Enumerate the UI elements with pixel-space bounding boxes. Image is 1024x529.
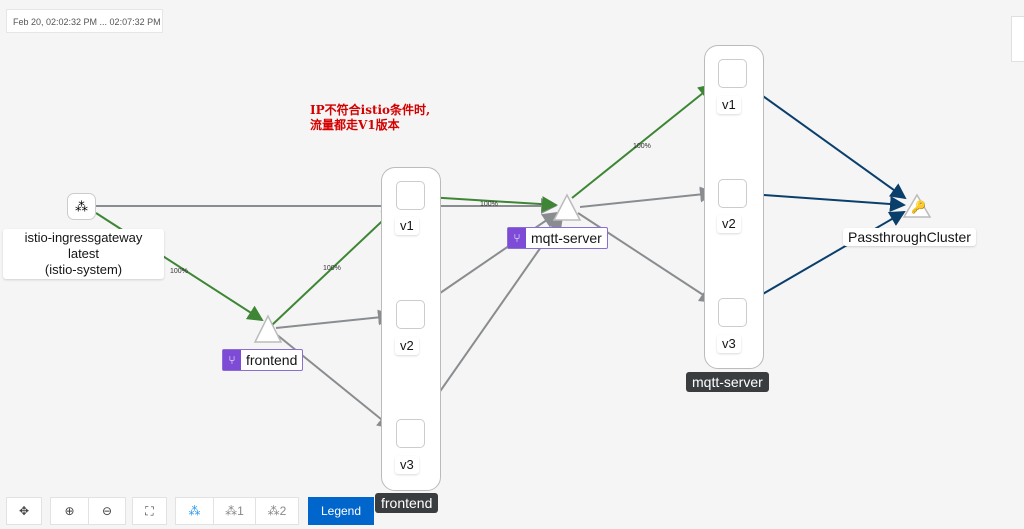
edge-mv2-passthrough [748,193,906,212]
zoom-in-button[interactable]: ⊕ [50,497,88,525]
frontend-v3-label: v3 [395,456,419,474]
layout-1-button[interactable]: ⁂1 [213,497,255,525]
layout-icon: ⁂ [267,504,280,518]
layout-1-label: 1 [237,504,244,518]
layout-default-button[interactable]: ⁂ [175,497,213,525]
time-range: Feb 20, 02:02:32 PM ... 02:07:32 PM [6,9,163,33]
fit-button[interactable]: ⛶ [132,497,167,525]
mqtt-v2-label: v2 [717,215,741,233]
edge-label: 100% [323,265,341,272]
mqtt-v3-label: v3 [717,335,741,353]
passthrough-label: PassthroughCluster [843,228,976,246]
frontend-v1-label: v1 [395,217,419,235]
frontend-v2-node[interactable] [396,300,425,329]
service-icon: ⑂ [508,228,526,248]
pan-icon: ✥ [18,504,30,518]
mqtt-service-tag[interactable]: ⑂ mqtt-server [507,227,608,249]
annotation-line2: 流量都走V1版本 [310,118,400,132]
passthrough-shape [902,193,932,218]
mqtt-v1-label: v1 [717,96,741,114]
layout-icon: ⁂ [225,504,238,518]
zoom-in-icon: ⊕ [64,504,75,518]
ingress-node[interactable]: ⁂ [67,193,96,220]
frontend-service-node [253,314,283,343]
edge-label: 100% [170,268,188,275]
side-panel-tab[interactable] [1011,16,1024,62]
pan-button[interactable]: ✥ [6,497,42,525]
mqtt-v1-node[interactable] [718,59,747,88]
edge-mqtt-mv2 [579,186,716,208]
zoom-out-icon: ⊖ [101,504,113,518]
ingress-namespace: (istio-system) [44,262,123,277]
frontend-group-label: frontend [375,493,439,513]
edge-fv1-mqtt [426,196,558,213]
layout-2-button[interactable]: ⁂2 [255,497,299,525]
frontend-v2-label: v2 [395,337,419,355]
edge-frontend-v1 [271,206,398,326]
fit-icon: ⛶ [145,503,154,518]
ingress-name: istio-ingressgateway [24,230,143,245]
ingress-version: latest [67,246,100,261]
edge-mv1-passthrough [748,85,907,200]
frontend-v1-node[interactable] [396,181,425,210]
mqtt-service-label: mqtt-server [531,230,602,246]
edge-mv3-passthrough [748,210,906,303]
annotation-line1: IP不符合istio条件时, [310,103,431,117]
zoom-out-button[interactable]: ⊖ [88,497,126,525]
frontend-service-tag[interactable]: ⑂ frontend [222,349,304,371]
annotation-note: IP不符合istio条件时, 流量都走V1版本 [310,103,430,133]
key-icon: 🔑 [911,200,926,214]
edge-label: 100% [633,143,651,150]
edge-label: 100% [480,201,498,208]
edge-frontend-v2 [275,309,394,329]
mqtt-group-label: mqtt-server [686,372,769,392]
service-icon: ⑂ [223,350,241,370]
mqtt-service-node [552,193,582,221]
mqtt-v3-node[interactable] [718,298,747,327]
layout-icon: ⁂ [188,504,201,518]
edge-mqtt-mv1 [571,83,715,199]
passthrough-node[interactable]: 🔑 [902,193,932,219]
legend-button[interactable]: Legend [308,497,374,525]
workload-icon: ⁂ [75,198,88,214]
layout-2-label: 2 [279,504,287,518]
frontend-v3-node[interactable] [396,419,425,448]
edge-fv3-mqtt [419,215,564,421]
mqtt-v2-node[interactable] [718,179,747,208]
ingress-label: istio-ingressgateway latest (istio-syste… [3,229,164,279]
frontend-service-label: frontend [246,352,298,368]
